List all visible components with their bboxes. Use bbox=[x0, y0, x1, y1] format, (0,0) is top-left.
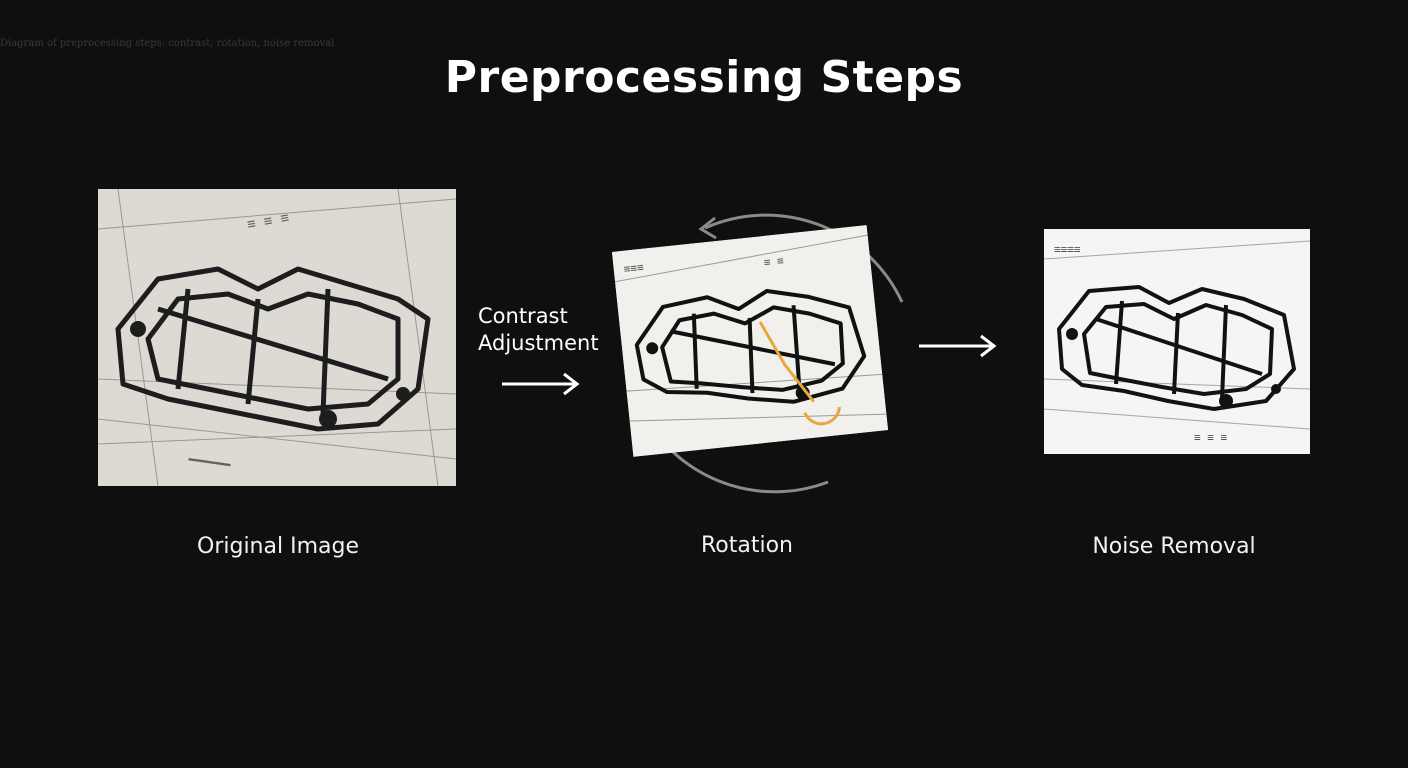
schematic-drawing-rotated: ≡≡≡ ≡ ≡ bbox=[611, 225, 889, 457]
step-caption-noise-removal: Noise Removal bbox=[1092, 534, 1256, 559]
step-caption-original: Original Image bbox=[197, 534, 359, 559]
svg-text:≡≡≡: ≡≡≡ bbox=[623, 261, 644, 276]
noise-removed-image-panel: ≡≡≡≡ ≡ ≡ ≡ bbox=[1044, 229, 1310, 454]
right-arrow-icon bbox=[500, 371, 582, 401]
schematic-drawing-original: ≡ ≡ ≡ ━━━━━ bbox=[98, 189, 456, 486]
image-alt-text: Diagram of preprocessing steps: contrast… bbox=[0, 38, 335, 49]
contrast-adjustment-label: Contrast Adjustment bbox=[478, 304, 599, 355]
svg-text:≡≡≡≡: ≡≡≡≡ bbox=[1054, 243, 1081, 256]
svg-text:≡ ≡ ≡: ≡ ≡ ≡ bbox=[246, 210, 290, 233]
svg-text:≡ ≡ ≡: ≡ ≡ ≡ bbox=[1194, 431, 1227, 444]
original-image-panel: ≡ ≡ ≡ ━━━━━ bbox=[98, 189, 456, 486]
svg-text:≡ ≡: ≡ ≡ bbox=[763, 254, 784, 269]
schematic-drawing-clean: ≡≡≡≡ ≡ ≡ ≡ bbox=[1044, 229, 1310, 454]
svg-text:━━━━━: ━━━━━ bbox=[186, 452, 232, 474]
diagram-title: Preprocessing Steps bbox=[444, 52, 964, 103]
step-caption-rotation: Rotation bbox=[700, 533, 793, 558]
right-arrow-icon bbox=[917, 333, 999, 363]
rotated-image-panel: ≡≡≡ ≡ ≡ bbox=[611, 225, 889, 457]
